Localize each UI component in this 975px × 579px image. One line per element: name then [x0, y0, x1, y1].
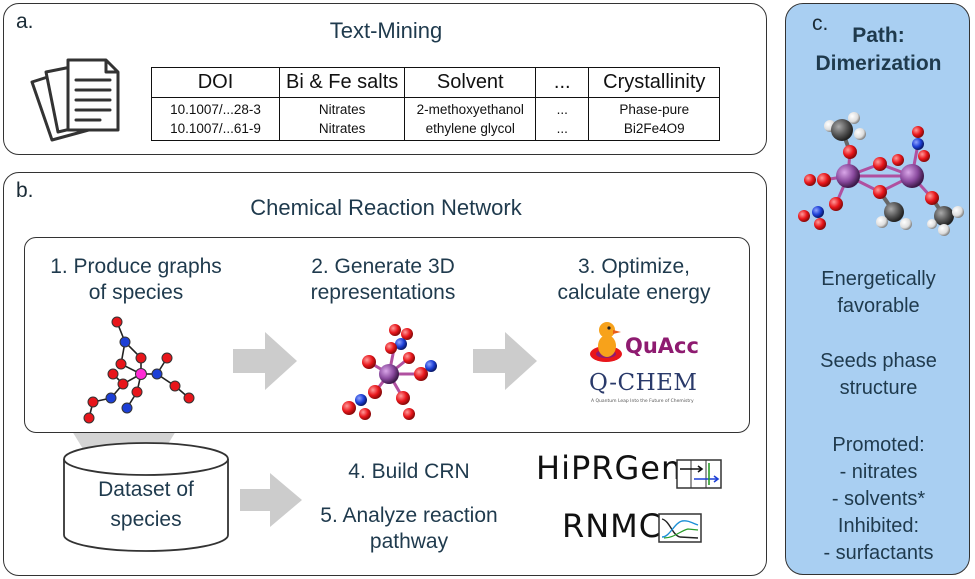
panel-c-letter: c. — [812, 12, 829, 35]
inhibited-heading: Inhibited: — [837, 515, 920, 537]
step-5-line-1: 5. Analyze reaction — [320, 504, 498, 527]
qchem-tagline: A Quantum Leap Into the Future of Chemis… — [591, 399, 694, 404]
step-3-label: 3. Optimize, calculate energy — [529, 254, 739, 306]
dimer-molecule-icon — [798, 112, 964, 236]
table-cell: 2-methoxyethanol ethylene glycol — [404, 97, 537, 141]
arrow-right-icon — [473, 332, 537, 390]
table-cell: 10.1007/...28-3 10.1007/...61-9 — [151, 97, 280, 141]
dataset-label: Dataset of species — [62, 475, 230, 535]
step-1-line-1: 1. Produce graphs — [50, 255, 222, 278]
crn-panel: b. Chemical Reaction Network 1. Produce … — [3, 172, 767, 576]
energetics-line-2: favorable — [837, 295, 920, 317]
path-title-line-1: Path: — [852, 24, 905, 47]
table-cell: Nitrates Nitrates — [278, 97, 406, 141]
documents-icon — [30, 58, 120, 142]
step-2-label: 2. Generate 3D representations — [283, 254, 483, 306]
dataset-line-1: Dataset of — [98, 478, 194, 501]
cell-solvent-2: ethylene glycol — [425, 121, 515, 136]
rnmc-curve-icon — [658, 513, 702, 543]
col-header-ellipsis: ... — [535, 67, 590, 98]
cell-crystallinity-2: Bi2Fe4O9 — [623, 121, 685, 136]
promoted-item-nitrates: - nitrates — [839, 461, 918, 483]
step-2-line-2: representations — [310, 281, 456, 304]
cell-salt-1: Nitrates — [318, 102, 366, 117]
path-title-line-2: Dimerization — [815, 52, 942, 75]
energetics-line-1: Energetically — [821, 268, 936, 290]
step-1-label: 1. Produce graphs of species — [31, 254, 241, 306]
panel-b-letter: b. — [16, 179, 34, 202]
inhibited-item-surfactants: - surfactants — [823, 542, 934, 564]
quacc-duck-icon — [590, 322, 622, 362]
path-title: Path: Dimerization — [786, 22, 971, 78]
table-header-row: DOI Bi & Fe salts Solvent ... Crystallin… — [151, 67, 721, 98]
panel-a-letter: a. — [16, 10, 34, 33]
cell-solvent-1: 2-methoxyethanol — [416, 102, 524, 117]
text-mining-title: Text-Mining — [329, 18, 443, 43]
table-cell: ... ... — [535, 97, 590, 141]
step-1-line-2: of species — [88, 281, 184, 304]
promoted-heading: Promoted: — [832, 434, 925, 456]
dataset-line-2: species — [110, 508, 182, 531]
cell-salt-2: Nitrates — [318, 121, 366, 136]
promoters-text: Promoted: - nitrates - solvents* Inhibit… — [786, 432, 971, 567]
database-cylinder-icon — [63, 442, 229, 552]
qchem-logo-text: Q-CHEM — [589, 370, 698, 396]
cell-doi-2: 10.1007/...61-9 — [170, 121, 261, 136]
step-3-line-2: calculate energy — [557, 281, 711, 304]
step-3-line-1: 3. Optimize, — [577, 255, 691, 278]
step-5-label: 5. Analyze reaction pathway — [304, 503, 514, 555]
cell-crystallinity-1: Phase-pure — [619, 102, 690, 117]
seeds-line-2: structure — [839, 377, 918, 399]
col-header-salts: Bi & Fe salts — [278, 67, 406, 98]
arrow-right-icon — [240, 473, 302, 527]
quacc-logo-text: QuAcc — [625, 334, 699, 358]
step-2-line-1: 2. Generate 3D — [311, 255, 455, 278]
hiprgen-chart-icon — [676, 459, 722, 489]
table-cell: Phase-pure Bi2Fe4O9 — [588, 97, 721, 141]
seeds-line-1: Seeds phase — [820, 350, 937, 372]
step-5-line-2: pathway — [369, 530, 449, 553]
energetics-text: Energetically favorable — [786, 266, 971, 320]
arrow-right-icon — [233, 332, 297, 390]
text-mining-table: DOI Bi & Fe salts Solvent ... Crystallin… — [151, 67, 721, 141]
seeds-text: Seeds phase structure — [786, 348, 971, 402]
rnmc-logo-text: RNMC — [562, 507, 663, 545]
col-header-crystallinity: Crystallinity — [588, 67, 721, 98]
promoted-item-solvents: - solvents* — [831, 488, 926, 510]
crn-title: Chemical Reaction Network — [250, 195, 522, 220]
step-4-label: 4. Build CRN — [348, 460, 470, 483]
pipeline-box: 1. Produce graphs of species 2. Generate… — [24, 237, 750, 433]
cell-doi-1: 10.1007/...28-3 — [170, 102, 261, 117]
pathway-panel: c. Path: Dimerization — [785, 3, 970, 575]
cell-ellipsis-2: ... — [556, 121, 568, 136]
cell-ellipsis-1: ... — [556, 102, 568, 117]
col-header-solvent: Solvent — [404, 67, 537, 98]
hiprgen-logo-text: HiPRGen — [536, 449, 683, 487]
molecule-3d-icon — [342, 324, 437, 420]
col-header-doi: DOI — [151, 67, 280, 98]
table-row: 10.1007/...28-3 10.1007/...61-9 Nitrates… — [151, 97, 721, 141]
species-graph-icon — [83, 316, 195, 424]
text-mining-panel: a. Text-Mining DOI Bi & Fe salts Solvent… — [3, 3, 767, 155]
